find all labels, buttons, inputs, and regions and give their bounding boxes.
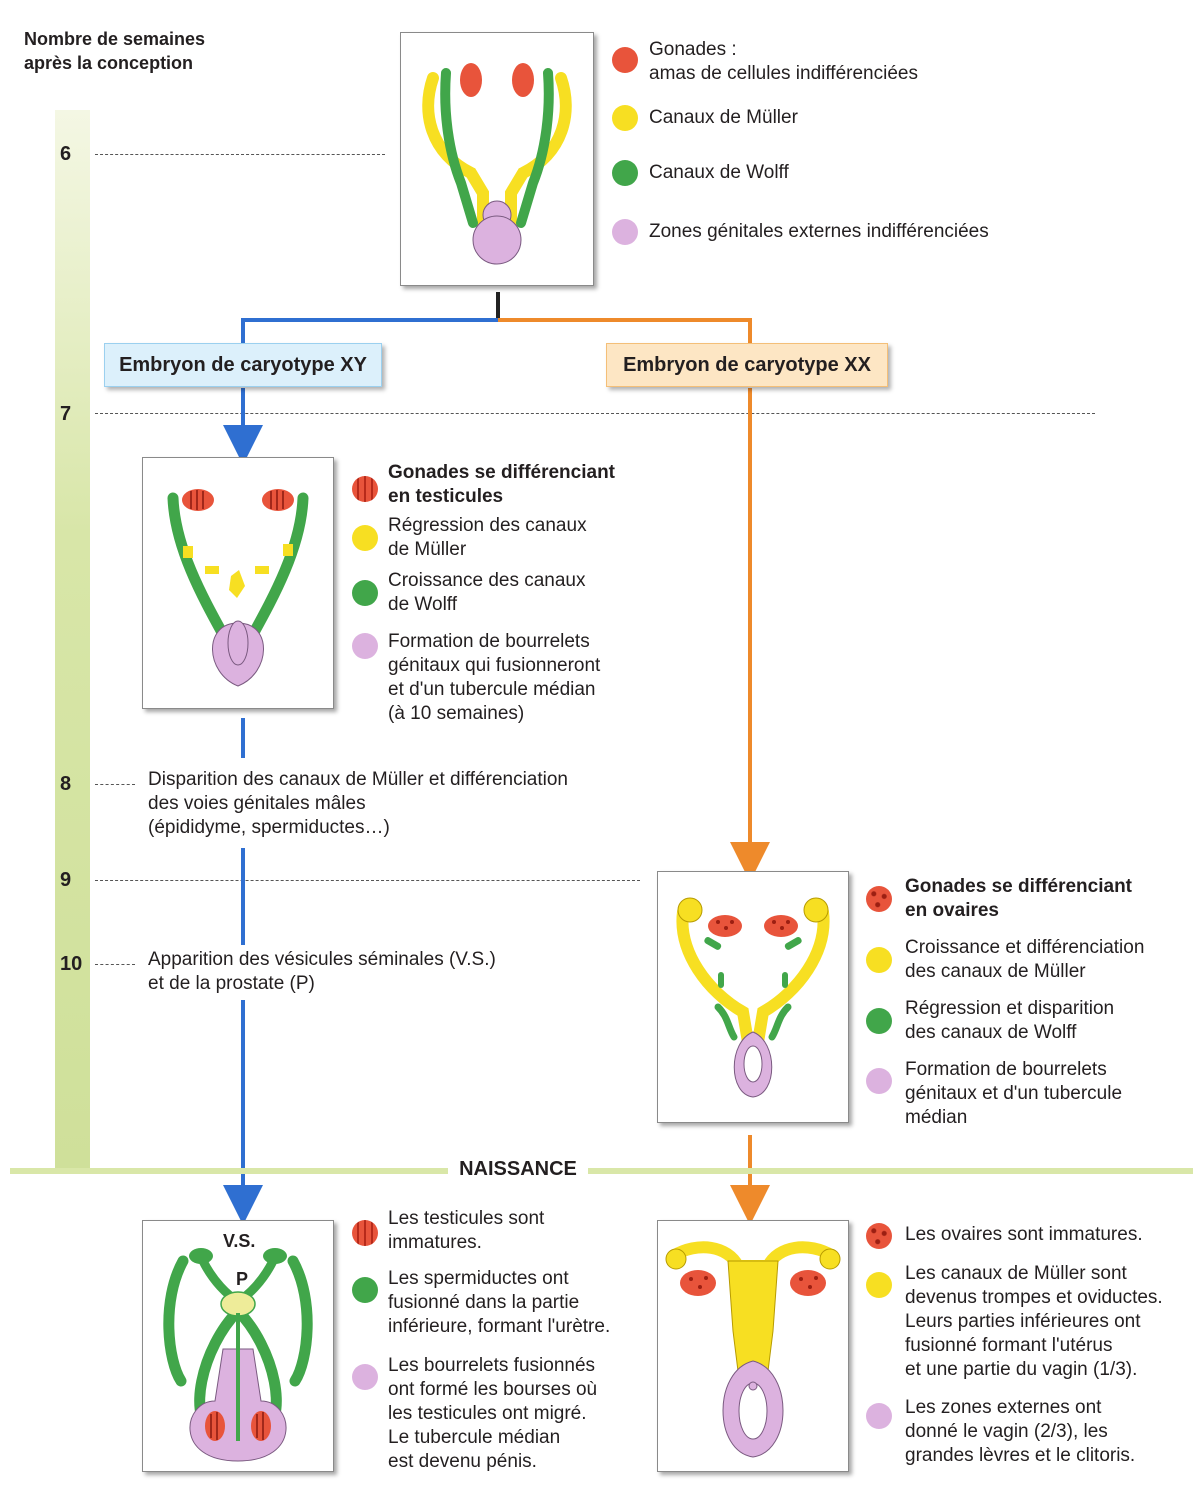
legend-muller-text: Canaux de Müller	[649, 106, 798, 130]
xy-legend-external-dot	[352, 633, 378, 659]
male-legend-wolff-line2: fusionné dans la partie	[388, 1291, 610, 1315]
legend-gonad-line2: amas de cellules indifférenciées	[649, 62, 918, 86]
xy-week10-event: Apparition des vésicules séminales (V.S.…	[148, 948, 496, 996]
xy-legend-muller-dot	[352, 525, 378, 551]
male-legend-external-text: Les bourrelets fusionnés ont formé les b…	[388, 1354, 597, 1474]
female-legend-muller-line3: Leurs parties inférieures ont	[905, 1310, 1163, 1334]
female-legend-external-line2: donné le vagin (2/3), les	[905, 1420, 1135, 1444]
xy-week8-line1: Disparition des canaux de Müller et diff…	[148, 768, 568, 792]
legend-gonad-line1: Gonades :	[649, 38, 918, 62]
xy-week8-event: Disparition des canaux de Müller et diff…	[148, 768, 568, 840]
xy-legend-testis-line1: Gonades se différenciant	[388, 461, 615, 485]
female-birth-diagram	[658, 1221, 848, 1471]
female-legend-external-text: Les zones externes ont donné le vagin (2…	[905, 1396, 1135, 1468]
male-legend-testis-dot	[352, 1220, 378, 1246]
xy-legend-muller-line1: Régression des canaux	[388, 514, 587, 538]
male-legend-testis-text: Les testicules sont immatures.	[388, 1207, 544, 1255]
female-legend-external-dot	[866, 1403, 892, 1429]
xx-legend-wolff-text: Régression et disparition des canaux de …	[905, 997, 1114, 1045]
male-legend-wolff-dot	[352, 1277, 378, 1303]
male-legend-testis-line2: immatures.	[388, 1231, 544, 1255]
xx-legend-muller-text: Croissance et différenciation des canaux…	[905, 936, 1144, 984]
panel-xx-week9	[657, 871, 849, 1123]
female-legend-muller-dot	[866, 1272, 892, 1298]
xx-legend-external-dot	[866, 1068, 892, 1094]
xy-legend-wolff-line1: Croissance des canaux	[388, 569, 586, 593]
male-birth-diagram	[143, 1221, 333, 1471]
xy-legend-wolff-line2: de Wolff	[388, 593, 586, 617]
xy-week10-line2: et de la prostate (P)	[148, 972, 496, 996]
male-legend-external-dot	[352, 1364, 378, 1390]
legend-gonad-dot	[612, 47, 638, 73]
female-legend-ovary-dot	[866, 1223, 892, 1249]
xx-week9-diagram	[658, 872, 848, 1122]
xy-legend-testis-dot	[352, 476, 378, 502]
xy-legend-external-line3: et d'un tubercule médian	[388, 678, 600, 702]
xy-legend-testis-text: Gonades se différenciant en testicules	[388, 461, 615, 509]
xx-legend-wolff-line1: Régression et disparition	[905, 997, 1114, 1021]
xy-week7-diagram	[143, 458, 333, 708]
legend-wolff-text: Canaux de Wolff	[649, 161, 789, 185]
xy-legend-testis-line2: en testicules	[388, 485, 615, 509]
label-p: P	[236, 1269, 248, 1290]
xy-legend-external-line1: Formation de bourrelets	[388, 630, 600, 654]
female-legend-muller-text: Les canaux de Müller sont devenus trompe…	[905, 1262, 1163, 1382]
xx-legend-external-line2: génitaux et d'un tubercule	[905, 1082, 1122, 1106]
xy-karyotype-label: Embryon de caryotype XY	[104, 343, 382, 387]
xy-week10-line1: Apparition des vésicules séminales (V.S.…	[148, 948, 496, 972]
xx-legend-external-line1: Formation de bourrelets	[905, 1058, 1122, 1082]
indifferent-diagram	[401, 33, 593, 285]
xx-legend-wolff-line2: des canaux de Wolff	[905, 1021, 1114, 1045]
female-legend-muller-line2: devenus trompes et oviductes.	[905, 1286, 1163, 1310]
birth-divider	[10, 1168, 1193, 1174]
xy-legend-external-line2: génitaux qui fusionneront	[388, 654, 600, 678]
xx-legend-ovary-line1: Gonades se différenciant	[905, 875, 1132, 899]
xx-legend-ovary-line2: en ovaires	[905, 899, 1132, 923]
panel-xy-week7	[142, 457, 334, 709]
male-legend-external-line3: les testicules ont migré.	[388, 1402, 597, 1426]
xx-legend-wolff-dot	[866, 1008, 892, 1034]
female-legend-muller-line1: Les canaux de Müller sont	[905, 1262, 1163, 1286]
panel-male-birth: V.S. P	[142, 1220, 334, 1472]
female-legend-external-line1: Les zones externes ont	[905, 1396, 1135, 1420]
panel-indifferent	[400, 32, 594, 286]
female-legend-muller-line5: et une partie du vagin (1/3).	[905, 1358, 1163, 1382]
xy-legend-wolff-text: Croissance des canaux de Wolff	[388, 569, 586, 617]
xy-week8-line2: des voies génitales mâles	[148, 792, 568, 816]
xx-legend-external-line3: médian	[905, 1106, 1122, 1130]
xx-legend-muller-line2: des canaux de Müller	[905, 960, 1144, 984]
legend-muller-dot	[612, 105, 638, 131]
xx-legend-external-text: Formation de bourrelets génitaux et d'un…	[905, 1058, 1122, 1130]
male-legend-wolff-line3: inférieure, formant l'urètre.	[388, 1315, 610, 1339]
birth-label: NAISSANCE	[448, 1158, 588, 1181]
xy-legend-external-text: Formation de bourrelets génitaux qui fus…	[388, 630, 600, 726]
female-legend-muller-line4: fusionné formant l'utérus	[905, 1334, 1163, 1358]
xy-legend-wolff-dot	[352, 580, 378, 606]
xx-legend-muller-line1: Croissance et différenciation	[905, 936, 1144, 960]
male-legend-external-line5: est devenu pénis.	[388, 1450, 597, 1474]
male-legend-external-line1: Les bourrelets fusionnés	[388, 1354, 597, 1378]
xx-karyotype-label: Embryon de caryotype XX	[606, 343, 888, 387]
legend-external-dot	[612, 219, 638, 245]
female-legend-ovary-text: Les ovaires sont immatures.	[905, 1223, 1143, 1247]
xx-legend-ovary-text: Gonades se différenciant en ovaires	[905, 875, 1132, 923]
xy-legend-muller-line2: de Müller	[388, 538, 587, 562]
male-legend-wolff-line1: Les spermiductes ont	[388, 1267, 610, 1291]
panel-female-birth	[657, 1220, 849, 1472]
xy-legend-muller-text: Régression des canaux de Müller	[388, 514, 587, 562]
male-legend-external-line4: Le tubercule médian	[388, 1426, 597, 1450]
xy-week8-line3: (épididyme, spermiductes…)	[148, 816, 568, 840]
legend-external-text: Zones génitales externes indifférenciées	[649, 220, 989, 244]
legend-gonad-text: Gonades : amas de cellules indifférencié…	[649, 38, 918, 86]
male-legend-wolff-text: Les spermiductes ont fusionné dans la pa…	[388, 1267, 610, 1339]
legend-wolff-dot	[612, 160, 638, 186]
male-legend-testis-line1: Les testicules sont	[388, 1207, 544, 1231]
xx-legend-muller-dot	[866, 947, 892, 973]
label-vs: V.S.	[223, 1231, 255, 1252]
female-legend-external-line3: grandes lèvres et le clitoris.	[905, 1444, 1135, 1468]
male-legend-external-line2: ont formé les bourses où	[388, 1378, 597, 1402]
xx-legend-ovary-dot	[866, 886, 892, 912]
xy-legend-external-line4: (à 10 semaines)	[388, 702, 600, 726]
